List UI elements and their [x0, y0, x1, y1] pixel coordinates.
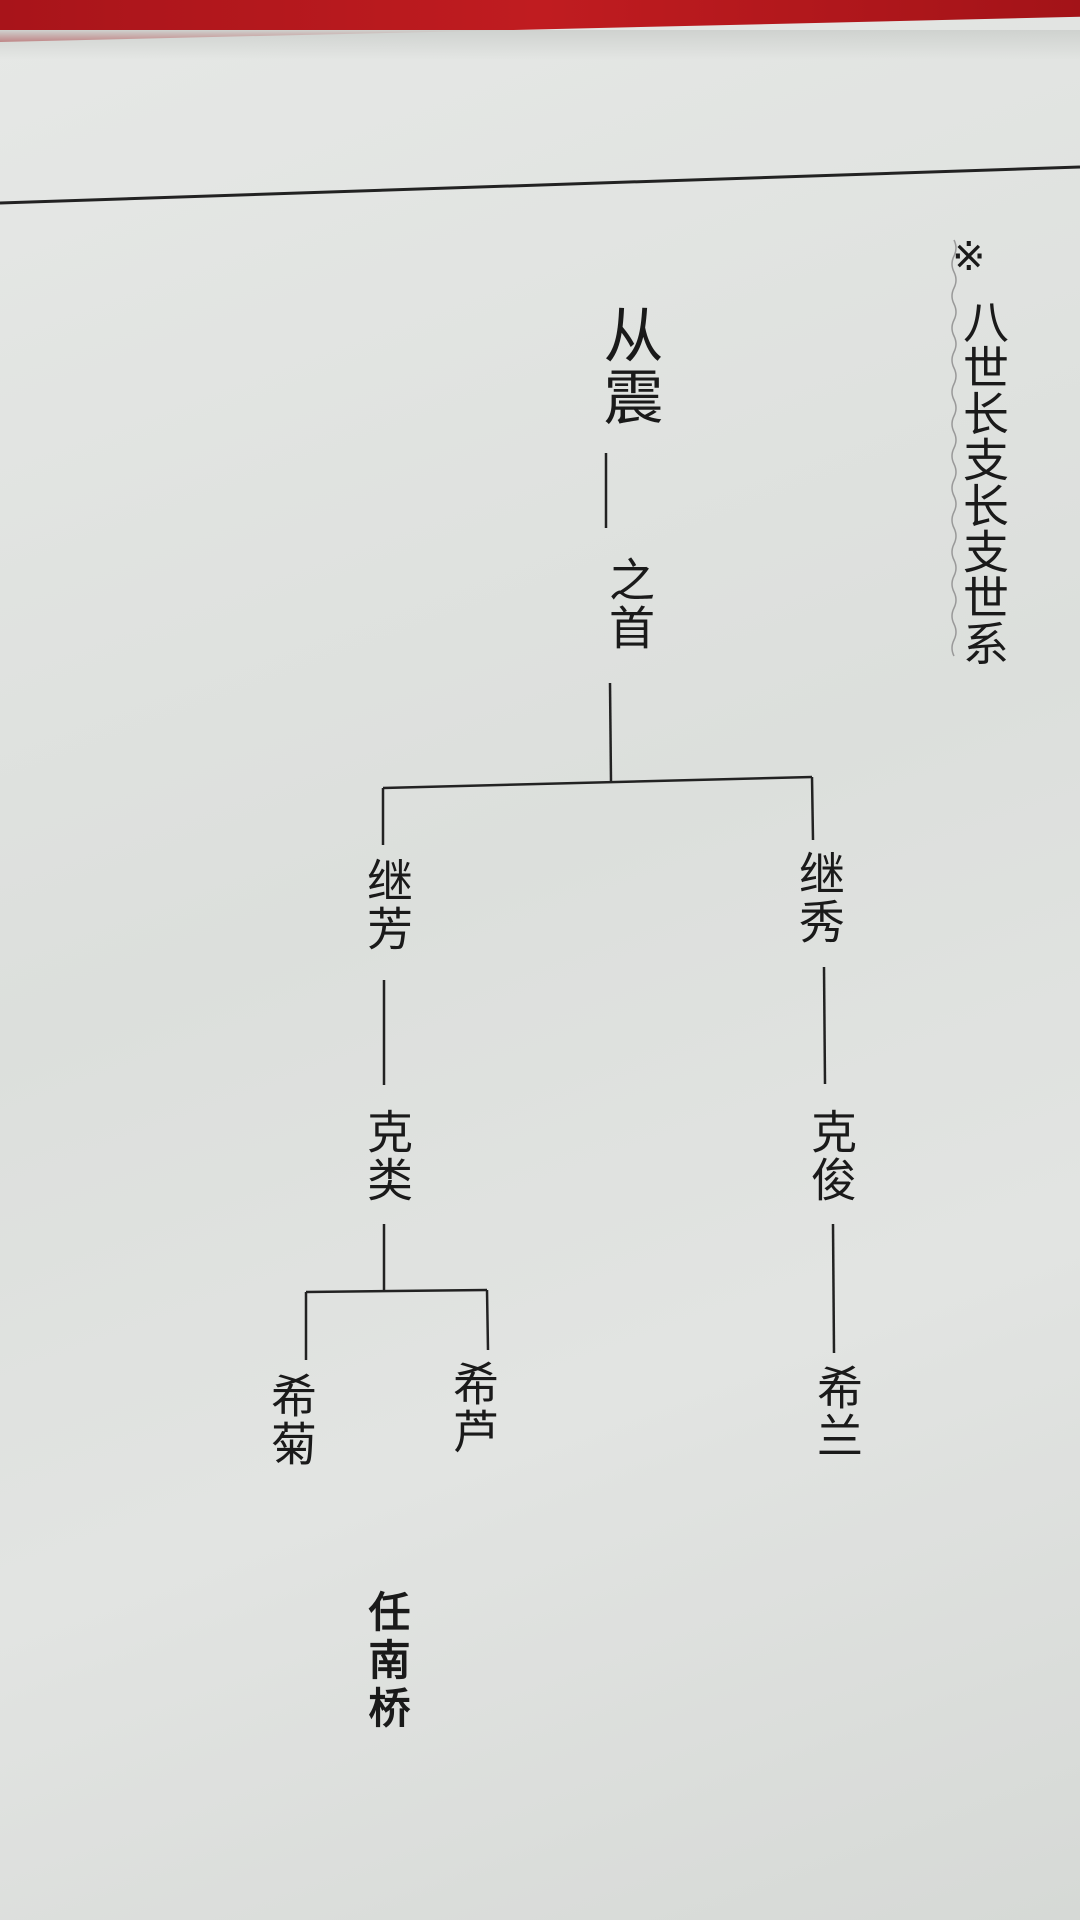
- person-jixiu: 继秀: [792, 850, 846, 946]
- section-title: 八世长支长支世系: [956, 298, 1010, 666]
- branch-gen2: [382, 775, 813, 790]
- reference-mark: ※: [952, 234, 986, 280]
- line-to-xilu: [485, 1289, 490, 1351]
- person-xilu: 希芦: [446, 1360, 500, 1456]
- person-root: 从震: [593, 304, 663, 428]
- paper-top-shadow: [0, 30, 1080, 60]
- person-jifang: 继芳: [360, 857, 414, 953]
- branch-gen4: [305, 1288, 488, 1294]
- person-kelei: 克类: [360, 1108, 414, 1204]
- person-xiju: 希菊: [264, 1372, 318, 1468]
- wavy-underline: [951, 239, 957, 657]
- person-kejun: 克俊: [804, 1108, 858, 1204]
- line-gen1-branch: [608, 682, 613, 783]
- person-xilan: 希兰: [810, 1364, 864, 1460]
- line-to-jixiu: [810, 776, 815, 841]
- signature: 任南桥: [362, 1590, 411, 1734]
- line-jixiu-kejun: [822, 966, 827, 1085]
- header-rule: [0, 165, 1080, 205]
- person-gen1: 之首: [602, 556, 656, 652]
- line-kejun-xilan: [831, 1223, 836, 1354]
